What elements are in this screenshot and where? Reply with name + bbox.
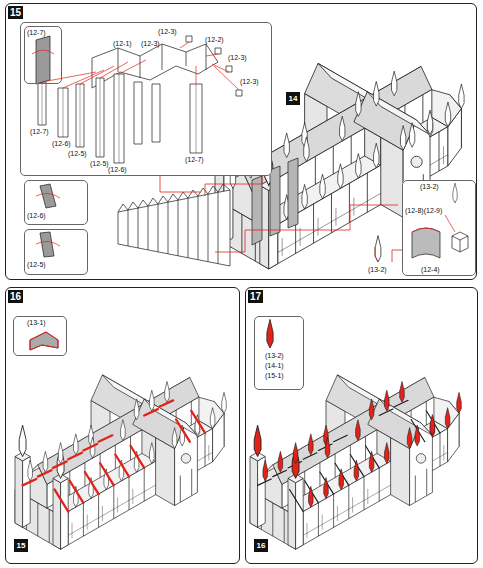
illustration-part <box>40 184 56 208</box>
instruction-panel: 17 (13-2) (14-1) (15-1) 16 <box>245 287 478 564</box>
illustration-part <box>118 184 230 212</box>
illustration-part <box>180 42 239 90</box>
reference-number: 14 <box>289 94 298 103</box>
detail-inset: (12-1) (12-3) (12-3) (12-2) (12-3) (12-3) (12-… <box>20 22 272 176</box>
illustration-part <box>252 176 262 245</box>
part-label: (12-6) <box>27 212 46 220</box>
illustration-part <box>20 22 272 176</box>
part-label: (12-7) <box>27 29 46 37</box>
illustration-part <box>42 60 196 88</box>
illustration-part <box>402 180 476 276</box>
part-label: (13-2) <box>420 183 439 191</box>
illustration-part <box>30 332 58 350</box>
illustration-part <box>30 332 58 350</box>
illustration-part <box>452 232 468 252</box>
illustration-part <box>186 36 192 42</box>
cathedral-view <box>15 375 226 549</box>
detail-inset: (12-6) <box>24 180 88 225</box>
part-label: (12-1) <box>113 40 132 48</box>
detail-inset: (13-1) <box>13 316 67 356</box>
illustration-part <box>236 90 242 96</box>
illustration-part <box>152 84 160 142</box>
instruction-panel: 16 (13-1) 15 <box>5 287 240 564</box>
reference-number: 15 <box>17 541 26 550</box>
illustration-part <box>134 82 142 144</box>
illustration-part <box>288 158 298 228</box>
part-label: (12-7) <box>30 128 49 136</box>
part-label: (14-1) <box>265 362 284 370</box>
illustration-part <box>267 319 273 348</box>
illustration-part <box>40 232 54 257</box>
step-number: 15 <box>8 6 23 19</box>
illustration-part <box>412 228 440 258</box>
part-label: (12-5) <box>68 150 87 158</box>
step-reference-badge: 14 <box>286 92 300 105</box>
illustration-part <box>254 316 304 390</box>
part-label: (15-1) <box>265 372 284 380</box>
illustration-part <box>13 316 67 356</box>
part-label: (12-5) <box>90 160 109 168</box>
illustration-part <box>254 381 461 507</box>
illustration-part <box>19 381 226 507</box>
illustration-part <box>92 44 218 88</box>
illustration-part <box>23 400 205 511</box>
part-label: (12-5) <box>27 261 46 269</box>
illustration-part <box>445 215 455 232</box>
illustration-part <box>36 193 60 198</box>
illustration-part <box>453 183 457 203</box>
part-label: (12-4) <box>421 266 440 274</box>
part-label: (12-3) <box>158 28 177 36</box>
reference-number: 16 <box>257 541 266 550</box>
illustration-part <box>412 228 440 232</box>
instruction-panel: 15(12-1)(12-3)(12-3)(12-2)(12-3)(12-3)(1… <box>5 3 477 280</box>
illustration-part <box>24 229 88 275</box>
step-number: 17 <box>248 290 263 303</box>
part-label: (12-8)(12-9) <box>405 207 442 215</box>
illustration-part <box>375 236 381 262</box>
cathedral-view <box>250 375 461 549</box>
illustration-part <box>215 205 398 252</box>
part-label: (12-7) <box>185 156 204 164</box>
illustration-part <box>270 166 280 236</box>
detail-inset: (12-7) <box>24 26 62 84</box>
illustration-part <box>160 176 200 192</box>
illustration-part <box>452 236 468 252</box>
part-label: (12-2) <box>205 36 224 44</box>
illustration-part <box>32 50 54 54</box>
illustration-part <box>36 36 50 84</box>
part-leader-line <box>30 42 455 350</box>
spire-part <box>375 236 381 262</box>
step-reference-badge: 16 <box>254 539 268 552</box>
detail-inset: (13-2) (12-8)(12-9) (12-4) <box>402 180 476 276</box>
illustration-part <box>36 241 60 246</box>
step-number: 16 <box>8 290 23 303</box>
part-label: (12-3) <box>228 54 247 62</box>
illustration-part <box>258 400 440 511</box>
part-label: (12-3) <box>240 78 259 86</box>
illustration-part <box>375 247 378 262</box>
part-label: (12-6) <box>108 166 127 174</box>
detail-inset: (13-2) (14-1) (15-1) <box>254 316 304 390</box>
detail-inset: (12-5) <box>24 229 88 275</box>
illustration-part <box>118 44 206 78</box>
part-label: (13-2) <box>265 352 284 360</box>
part-label: (12-6) <box>52 140 71 148</box>
callout-label: (13-2) <box>368 266 387 274</box>
part-label: (13-1) <box>27 319 46 327</box>
illustration-part <box>24 180 88 225</box>
step-reference-badge: 15 <box>14 539 28 552</box>
illustration-part <box>128 192 218 263</box>
illustration-part <box>215 48 221 54</box>
illustration-part <box>118 190 230 266</box>
part-label: (12-3) <box>141 40 160 48</box>
